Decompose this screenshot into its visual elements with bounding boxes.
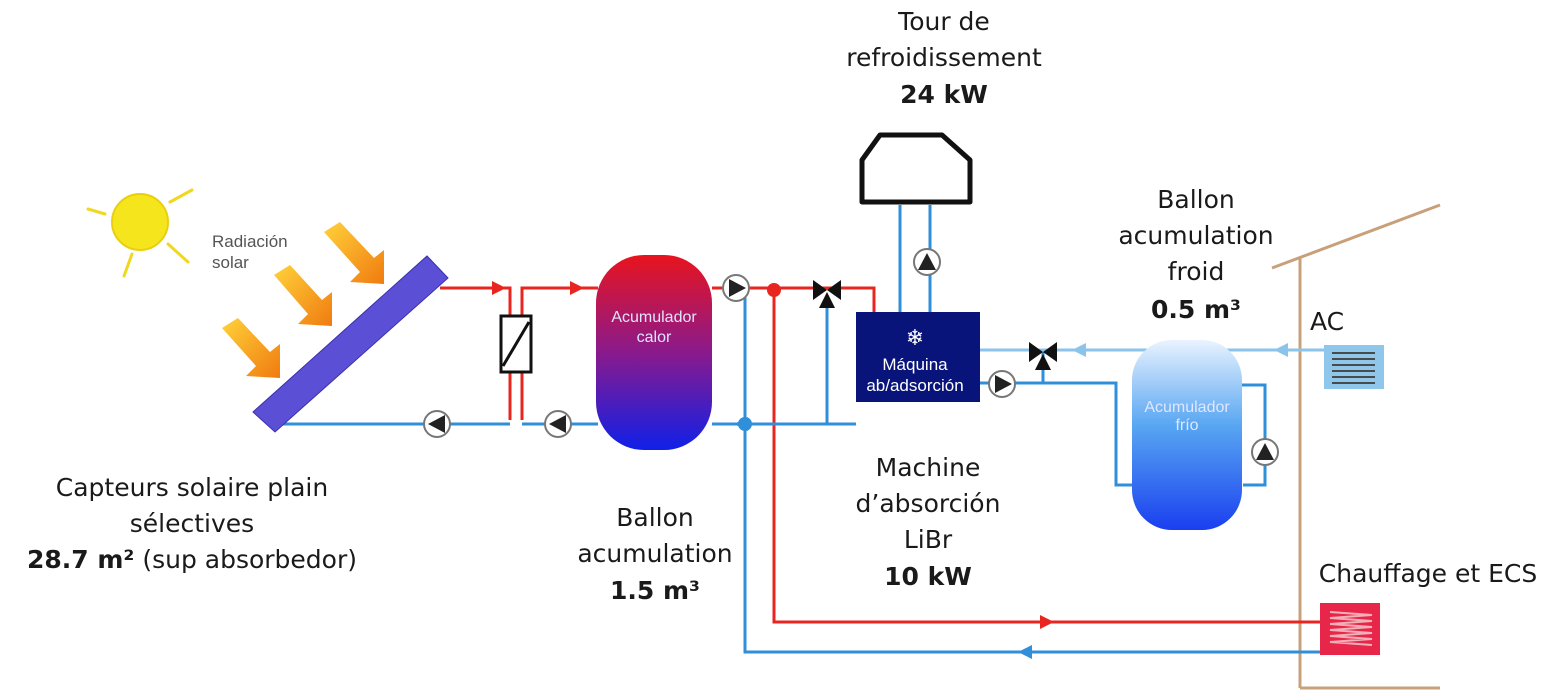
three-way-valve-icon bbox=[813, 280, 841, 308]
svg-text:LiBr: LiBr bbox=[904, 525, 953, 554]
hot-tank: Acumulador calor bbox=[596, 255, 712, 450]
ac-label: AC bbox=[1310, 307, 1344, 336]
cold-tank-label: Ballon acumulation froid 0.5 m³ bbox=[1118, 185, 1273, 324]
svg-text:0.5 m³: 0.5 m³ bbox=[1151, 295, 1241, 324]
cooling-tower-icon bbox=[859, 132, 973, 205]
svg-text:Capteurs solaire plain: Capteurs solaire plain bbox=[56, 473, 328, 502]
svg-text:24 kW: 24 kW bbox=[900, 80, 988, 109]
svg-text:Tour de: Tour de bbox=[897, 7, 990, 36]
hot-junction-dot bbox=[767, 283, 781, 297]
cold-arrow-icon bbox=[1018, 645, 1032, 659]
solar-collector-icon bbox=[252, 255, 449, 433]
hot-arrow-icon bbox=[1040, 615, 1054, 629]
absorption-machine-label: Machine d’absorción LiBr 10 kW bbox=[856, 453, 1001, 591]
absorption-machine: ❄ Máquina ab/adsorción bbox=[856, 312, 980, 402]
hot-tank-inner-label: Acumulador bbox=[611, 309, 697, 326]
house-outline-icon bbox=[1271, 203, 1441, 690]
hot-tank-inner-label: calor bbox=[637, 329, 672, 346]
snowflake-icon: ❄ bbox=[906, 326, 924, 351]
ac-arrow-icon bbox=[1274, 343, 1288, 357]
radiator-icon bbox=[1320, 603, 1380, 655]
svg-text:acumulation: acumulation bbox=[1118, 221, 1273, 250]
ac-arrow-icon bbox=[1072, 343, 1086, 357]
pumps bbox=[423, 248, 1279, 466]
svg-text:1.5 m³: 1.5 m³ bbox=[610, 576, 700, 605]
hot-arrow-icon bbox=[570, 281, 584, 295]
svg-text:Machine: Machine bbox=[876, 453, 981, 482]
ac-unit-icon bbox=[1324, 345, 1384, 389]
hot-arrow-icon bbox=[492, 281, 506, 295]
pump-icon bbox=[722, 274, 750, 302]
cold-tank-inner-label: frío bbox=[1175, 417, 1198, 434]
pump-icon bbox=[1251, 438, 1279, 466]
svg-text:Ballon: Ballon bbox=[1157, 185, 1235, 214]
radiation-label: Radiación bbox=[212, 232, 288, 251]
three-way-valve-icon bbox=[1029, 342, 1057, 370]
pump-icon bbox=[913, 248, 941, 276]
cooling-tower-label: Tour de refroidissement 24 kW bbox=[846, 7, 1042, 109]
hot-pipes bbox=[440, 286, 1320, 624]
cold-tank-inner-label: Acumulador bbox=[1144, 399, 1230, 416]
svg-text:Ballon: Ballon bbox=[616, 503, 694, 532]
heat-exchanger-icon bbox=[499, 314, 533, 374]
hot-tank-label: Ballon acumulation 1.5 m³ bbox=[577, 503, 732, 605]
svg-text:d’absorción: d’absorción bbox=[856, 489, 1001, 518]
svg-text:acumulation: acumulation bbox=[577, 539, 732, 568]
radiation-arrow-icon bbox=[222, 222, 384, 378]
collectors-label: Capteurs solaire plain sélectives 28.7 m… bbox=[27, 473, 357, 574]
pump-icon bbox=[988, 370, 1016, 398]
svg-text:froid: froid bbox=[1168, 257, 1225, 286]
svg-text:28.7 m² (sup absorbedor): 28.7 m² (sup absorbedor) bbox=[27, 545, 357, 574]
pump-icon bbox=[423, 410, 451, 438]
svg-text:refroidissement: refroidissement bbox=[846, 43, 1042, 72]
svg-text:sélectives: sélectives bbox=[130, 509, 254, 538]
cold-junction-dot bbox=[738, 417, 752, 431]
cold-tank: Acumulador frío bbox=[1132, 340, 1242, 530]
machine-inner-label: Máquina bbox=[882, 355, 948, 374]
radiation-label: solar bbox=[212, 253, 249, 272]
machine-inner-label: ab/adsorción bbox=[866, 376, 963, 395]
heating-label: Chauffage et ECS bbox=[1319, 559, 1537, 588]
sun-icon bbox=[86, 188, 194, 278]
svg-text:10 kW: 10 kW bbox=[884, 562, 972, 591]
pump-icon bbox=[544, 410, 572, 438]
